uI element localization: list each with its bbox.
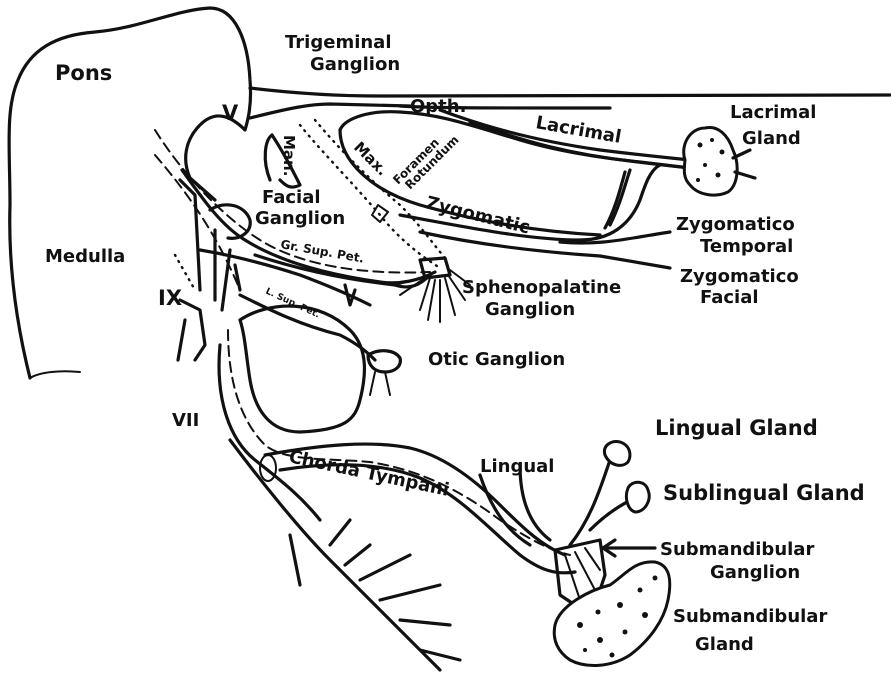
sphenopalatine-ganglion bbox=[420, 258, 450, 278]
label-facial-ganglion-2: Ganglion bbox=[255, 208, 345, 229]
gland-speck bbox=[623, 630, 628, 635]
label-trigeminal-ganglion: Ganglion bbox=[310, 54, 400, 75]
label-ix: IX bbox=[158, 286, 182, 310]
gland-speck bbox=[642, 612, 648, 618]
label-vii: VII bbox=[172, 410, 199, 431]
label-lingual-gland: Lingual Gland bbox=[655, 416, 818, 440]
label-submandibular-ganglion-2: Ganglion bbox=[710, 562, 800, 583]
gland-speck bbox=[716, 173, 721, 178]
label-sphenopalatine: Sphenopalatine bbox=[462, 277, 621, 298]
sublingual-gland bbox=[626, 482, 649, 512]
gland-speck bbox=[698, 143, 703, 148]
submandibular-arrow bbox=[603, 540, 655, 556]
brainstem-outline bbox=[9, 8, 250, 378]
gland-speck bbox=[653, 576, 658, 581]
gland-speck bbox=[577, 622, 583, 628]
label-lacrimal-gland-1: Lacrimal bbox=[730, 102, 816, 123]
label-lingual: Lingual bbox=[480, 456, 554, 477]
label-zygomatico-temporal-1: Zygomatico bbox=[676, 214, 795, 235]
label-pons: Pons bbox=[55, 61, 112, 85]
lingual-gland bbox=[604, 442, 629, 466]
label-submandibular-gland-2: Gland bbox=[695, 634, 754, 655]
medulla-dotted-pointer bbox=[175, 255, 195, 290]
vii-inner-loop bbox=[240, 306, 364, 432]
label-opth: Opth. bbox=[410, 96, 466, 117]
brainstem-lower-edge bbox=[30, 371, 80, 378]
label-man: Man. bbox=[280, 135, 298, 176]
gland-speck bbox=[696, 178, 700, 182]
zyg-connector-2 bbox=[605, 172, 625, 228]
label-submandibular-gland-1: Submandibular bbox=[673, 606, 827, 627]
label-zygomatico-temporal-2: Temporal bbox=[700, 236, 793, 257]
label-lacrimal-gland-2: Gland bbox=[742, 128, 801, 149]
label-zygomatic: Zygomatic bbox=[424, 192, 532, 238]
label-sphenopalatine-ganglion: Ganglion bbox=[485, 299, 575, 320]
otic-ganglion bbox=[368, 351, 400, 372]
ix-root bbox=[178, 300, 205, 360]
mandibular-nerve-edge bbox=[265, 135, 272, 180]
gland-speck bbox=[710, 138, 714, 142]
otic-rays bbox=[370, 372, 390, 395]
label-sublingual-gland: Sublingual Gland bbox=[663, 481, 865, 505]
trigeminal-root bbox=[250, 88, 890, 96]
maxillary-loop bbox=[340, 112, 690, 168]
lacrimal-gland bbox=[684, 127, 737, 195]
label-v: V bbox=[222, 101, 239, 125]
chorda-tympani-ring bbox=[260, 455, 276, 481]
gland-speck bbox=[610, 653, 615, 658]
label-facial-ganglion-1: Facial bbox=[262, 187, 321, 208]
label-lacrimal-nerve: Lacrimal bbox=[534, 112, 623, 148]
gland-speck bbox=[597, 637, 603, 643]
gland-speck bbox=[617, 602, 623, 608]
gland-speck bbox=[703, 163, 707, 167]
gland-speck bbox=[583, 648, 587, 652]
zyg-connector bbox=[610, 170, 630, 225]
gland-speck bbox=[638, 588, 643, 593]
gland-speck bbox=[720, 150, 725, 155]
label-l-sup-pet: L. Sup. Pet. bbox=[264, 287, 321, 321]
label-trigeminal: Trigeminal bbox=[285, 32, 392, 53]
label-submandibular-ganglion-1: Submandibular bbox=[660, 539, 814, 560]
label-zygomatico-facial-2: Facial bbox=[700, 287, 759, 308]
label-medulla: Medulla bbox=[45, 246, 125, 267]
label-max: Max. bbox=[350, 138, 391, 179]
lingual-gland-branch bbox=[570, 460, 610, 545]
label-otic-ganglion: Otic Ganglion bbox=[428, 349, 565, 370]
label-zygomatico-facial-1: Zygomatico bbox=[680, 266, 799, 287]
gland-speck bbox=[596, 610, 601, 615]
